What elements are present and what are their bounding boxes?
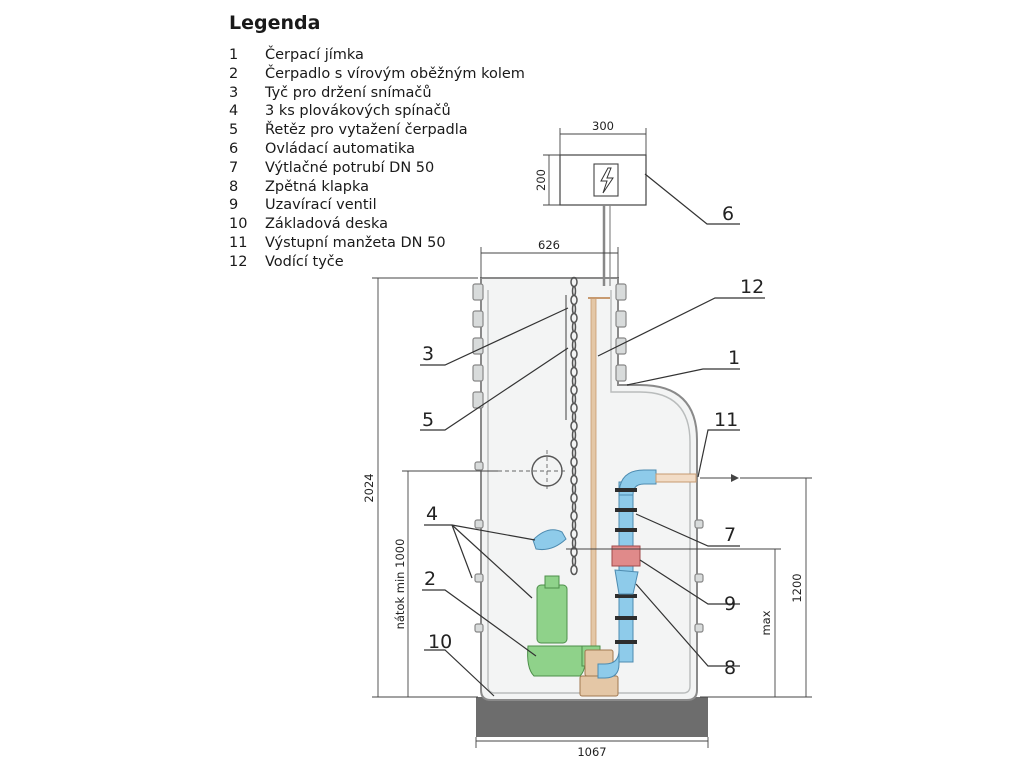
legend-item-text: Řetěz pro vytažení čerpadla — [265, 122, 468, 139]
legend-item: 12 Vodící tyče — [229, 253, 525, 272]
legend-item: 3 Tyč pro držení snímačů — [229, 84, 525, 103]
callout-2: 2 — [424, 568, 436, 590]
tank-ribs-left — [472, 283, 484, 633]
legend-item-text: Základová deska — [265, 216, 388, 233]
legend-item: 5 Řetěz pro vytažení čerpadla — [229, 121, 525, 140]
legend-item: 11 Výstupní manžeta DN 50 — [229, 234, 525, 253]
callout-4: 4 — [426, 503, 438, 525]
legend-item-text: Tyč pro držení snímačů — [265, 84, 432, 101]
pipe-fittings — [615, 488, 637, 644]
legend-item-text: Čerpací jímka — [265, 47, 364, 63]
legend-item-text: Výtlačné potrubí DN 50 — [265, 159, 435, 176]
chain-link — [570, 564, 578, 576]
dim-box-width: 300 — [592, 119, 614, 133]
legend-item-number: 12 — [229, 253, 248, 270]
callout-3: 3 — [422, 343, 434, 365]
legend-item: 1 Čerpací jímka — [229, 46, 525, 65]
guide-rod — [590, 297, 597, 667]
legend-item-text: Zpětná klapka — [265, 178, 369, 195]
legend-item-text: 3 ks plovákových spínačů — [265, 103, 451, 120]
base-plate — [476, 697, 708, 737]
dim-max-level: max — [759, 610, 773, 635]
legend-title: Legenda — [229, 12, 321, 34]
hazard-sign — [593, 163, 619, 197]
float-switch — [532, 529, 567, 550]
dim-total-height: 2024 — [362, 473, 376, 502]
callout-11: 11 — [714, 409, 738, 431]
tank-body — [480, 277, 698, 701]
dim-box-height: 200 — [534, 169, 548, 191]
legend-item: 9 Uzavírací ventil — [229, 196, 525, 215]
legend-item-number: 7 — [229, 159, 239, 176]
legend-item-number: 8 — [229, 178, 239, 195]
callout-8: 8 — [724, 657, 736, 679]
dim-top-width: 626 — [538, 238, 560, 252]
shutoff-valve — [611, 545, 641, 567]
legend-list: 1 Čerpací jímka 2 Čerpadlo s vírovým oběžn… — [229, 46, 525, 272]
legend-item-number: 1 — [229, 47, 239, 63]
callout-9: 9 — [724, 593, 736, 615]
callout-1: 1 — [728, 347, 740, 369]
legend-item: 2 Čerpadlo s vírovým oběžným kolem — [229, 65, 525, 84]
dim-outlet-height: 1200 — [790, 573, 804, 602]
legend-item-text: Vodící tyče — [265, 253, 344, 270]
pump-chain — [570, 276, 578, 576]
legend-item-text: Uzavírací ventil — [265, 197, 377, 214]
callout-6: 6 — [722, 203, 734, 225]
dim-inlet-height: nátok min 1000 — [393, 539, 407, 630]
callout-5: 5 — [422, 409, 434, 431]
callout-12: 12 — [740, 276, 764, 298]
legend-item-number: 10 — [229, 216, 248, 233]
lightning-icon — [600, 167, 614, 194]
callout-7: 7 — [724, 524, 736, 546]
legend-item: 7 Výtlačné potrubí DN 50 — [229, 159, 525, 178]
callout-10: 10 — [428, 631, 452, 653]
legend-item-number: 5 — [229, 122, 239, 139]
check-valve — [614, 569, 639, 595]
legend-item-number: 3 — [229, 84, 239, 101]
dim-base-width: 1067 — [577, 745, 606, 759]
legend-item: 6 Ovládací automatika — [229, 140, 525, 159]
leader-lines — [420, 173, 765, 697]
legend-item-number: 9 — [229, 197, 239, 214]
legend-item: 8 Zpětná klapka — [229, 178, 525, 197]
legend-item-text: Výstupní manžeta DN 50 — [265, 234, 446, 251]
legend-item-text: Čerpadlo s vírovým oběžným kolem — [265, 65, 525, 82]
legend-item-number: 4 — [229, 103, 239, 120]
legend-item: 10 Základová deska — [229, 215, 525, 234]
legend-item-text: Ovládací automatika — [265, 140, 415, 157]
legend-item: 4 3 ks plovákových spínačů — [229, 102, 525, 121]
dimension-lines — [372, 128, 812, 748]
legend-item-number: 11 — [229, 234, 248, 251]
legend-item-number: 2 — [229, 65, 239, 82]
legend-item-number: 6 — [229, 140, 239, 157]
tank-ribs-right — [615, 283, 704, 633]
